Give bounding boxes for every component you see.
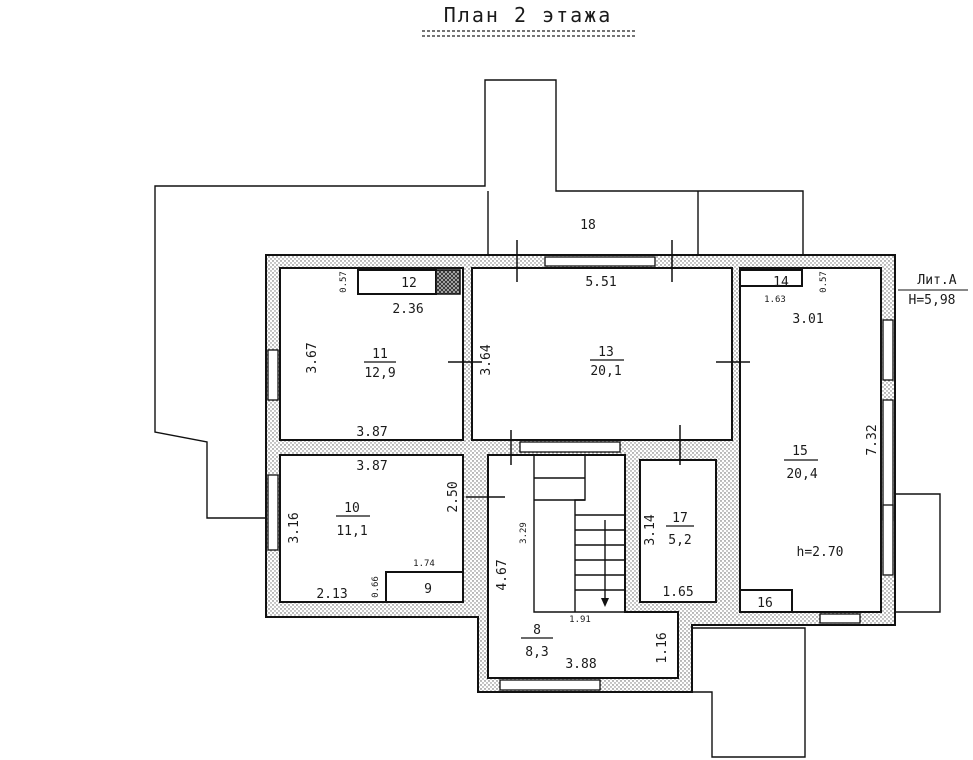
room-11-num: 11 — [372, 347, 388, 362]
dim-116: 1.16 — [655, 632, 670, 663]
bottom-annex-outline — [692, 627, 806, 758]
dim-388: 3.88 — [565, 657, 596, 672]
room-13-num: 13 — [598, 345, 614, 360]
dim-213: 2.13 — [316, 587, 347, 602]
dim-387-top: 3.87 — [356, 425, 387, 440]
dim-066: 0.66 — [371, 576, 381, 598]
room-15-area: 20,4 — [786, 467, 817, 482]
room-11-area: 12,9 — [364, 366, 395, 381]
liter-height: H=5,98 — [909, 293, 956, 308]
room-13-area: 20,1 — [590, 364, 621, 379]
height-note: h=2.70 — [797, 545, 844, 560]
dim-165: 1.65 — [662, 585, 693, 600]
dim-367: 3.67 — [305, 342, 320, 373]
room-17-area: 5,2 — [668, 533, 691, 548]
dim-250: 2.50 — [446, 481, 461, 512]
dim-236: 2.36 — [392, 302, 423, 317]
right-annex-outline — [892, 493, 941, 613]
dim-364: 3.64 — [479, 344, 494, 375]
dim-163: 1.63 — [764, 295, 786, 305]
room-9-num: 9 — [424, 582, 432, 597]
room-10-num: 10 — [344, 501, 360, 516]
room-8-area: 8,3 — [525, 645, 548, 660]
dim-191: 1.91 — [569, 615, 591, 625]
dim-314: 3.14 — [643, 514, 658, 545]
room-16-num: 16 — [757, 596, 773, 611]
closet-14 — [739, 269, 803, 287]
staircase — [533, 455, 625, 613]
dim-301: 3.01 — [792, 312, 823, 327]
dim-551: 5.51 — [585, 275, 616, 290]
dim-732: 7.32 — [865, 424, 880, 455]
door-marks — [448, 240, 750, 498]
room-12-num: 12 — [401, 276, 417, 291]
room-8-num: 8 — [533, 623, 541, 638]
plan-title: План 2 этажа — [444, 3, 613, 27]
closet-16 — [739, 589, 793, 613]
room-15-num: 15 — [792, 444, 808, 459]
dim-387-bottom: 3.87 — [356, 459, 387, 474]
closet-9 — [385, 571, 464, 603]
closet-12 — [357, 269, 437, 295]
room-10-area: 11,1 — [336, 524, 367, 539]
dim-329: 3.29 — [519, 522, 529, 544]
dim-174: 1.74 — [413, 559, 435, 569]
dim-316: 3.16 — [287, 512, 302, 543]
dim-467: 4.67 — [495, 559, 510, 590]
left-annex-outline — [154, 79, 804, 519]
windows — [267, 256, 894, 691]
room-17-num: 17 — [672, 511, 688, 526]
closet-12-hatch — [435, 269, 461, 295]
room-14-num: 14 — [773, 275, 789, 290]
liter-label: Лит.А — [917, 273, 956, 288]
dim-057-right: 0.57 — [819, 271, 829, 293]
dim-057-left: 0.57 — [339, 271, 349, 293]
room-18-num: 18 — [580, 218, 596, 233]
